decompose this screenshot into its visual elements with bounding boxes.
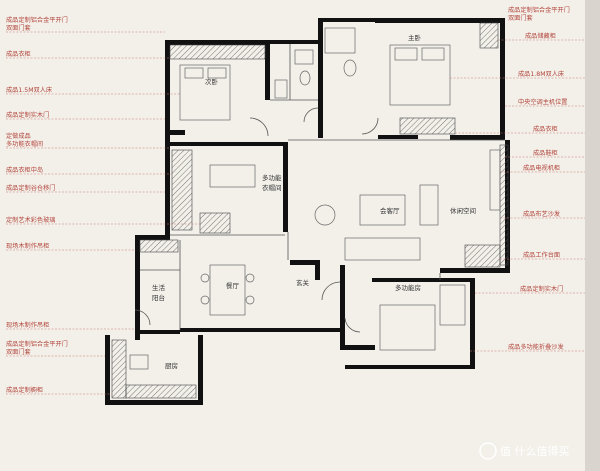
left-label: 现场木制作吊柜 — [6, 321, 49, 329]
left-label: 成品衣柜 — [6, 50, 31, 58]
left-label: 多功能衣帽间 — [6, 140, 43, 148]
double-bed-1-5m — [179, 64, 231, 121]
left-label: 定制艺术彩色玻璃 — [6, 216, 56, 224]
room-living: 会客厅 — [380, 206, 400, 215]
dining-table — [209, 264, 246, 316]
walls — [105, 18, 510, 405]
right-label: 成品1.8M双人床 — [518, 70, 564, 78]
room-master-bedroom: 主卧 — [408, 33, 422, 42]
room-second-bedroom: 次卧 — [205, 77, 219, 86]
left-label: 成品1.5M双人床 — [6, 86, 52, 94]
right-label: 中央空调主机位置 — [518, 98, 568, 106]
watermark-text: 值 什么值得买 — [500, 445, 570, 458]
doors — [134, 107, 379, 333]
left-label: 成品衣柜中岛 — [6, 166, 43, 174]
paper-shadow-edge — [585, 0, 600, 471]
room-balcony-line2: 阳台 — [152, 293, 165, 302]
washbasin — [294, 49, 314, 65]
left-label: 双面门套 — [6, 348, 31, 356]
right-label: 成品多功能折叠沙发 — [508, 343, 564, 351]
room-closet-line2: 衣帽间 — [262, 183, 282, 192]
left-label: 成品定制谷仓移门 — [6, 184, 56, 192]
left-annotations: 成品定制铝合金平开门 双面门套 成品衣柜 成品1.5M双人床 成品定制实木门 定… — [6, 16, 200, 395]
room-balcony-line1: 生活 — [152, 283, 166, 292]
fabric-sofa — [344, 237, 421, 261]
bathtub — [324, 27, 356, 54]
right-annotations: 成品定制铝合金平开门 双面门套 成品储藏柜 成品1.8M双人床 中央空调主机位置… — [450, 6, 585, 352]
folding-sofa — [379, 304, 436, 351]
room-dining: 餐厅 — [226, 281, 240, 290]
watermark: 值 什么值得买 — [479, 442, 570, 460]
right-label: 成品布艺沙发 — [523, 210, 560, 218]
room-multifunction: 多功能房 — [395, 283, 421, 292]
built-in-cabinets — [111, 22, 509, 399]
left-label: 现场木制作吊柜 — [6, 242, 49, 250]
left-label: 成品定制铝合金平开门 — [6, 16, 68, 24]
coffee-table — [359, 194, 406, 226]
right-label: 成品定制实木门 — [520, 285, 563, 293]
right-label: 成品鞋柜 — [533, 149, 558, 157]
right-label: 成品定制铝合金平开门 — [508, 6, 570, 14]
room-kitchen: 厨房 — [165, 361, 178, 370]
right-label: 成品电视机柜 — [523, 164, 560, 172]
left-label: 成品定制实木门 — [6, 111, 49, 119]
watermark-logo-icon — [479, 442, 497, 460]
double-bed-1-8m — [389, 44, 451, 106]
toilet — [343, 59, 357, 77]
tv-cabinet — [489, 149, 501, 211]
right-label: 双面门套 — [508, 14, 533, 22]
left-label: 定做成品 — [6, 132, 31, 140]
room-entrance: 玄关 — [296, 278, 310, 287]
left-label: 双面门套 — [6, 24, 31, 32]
right-label: 成品衣柜 — [533, 125, 558, 133]
right-label: 成品储藏柜 — [525, 32, 556, 40]
room-leisure: 休闲空间 — [450, 206, 476, 215]
left-label: 成品定制铝合金平开门 — [6, 340, 68, 348]
partitions — [140, 44, 505, 330]
left-label: 成品定制橱柜 — [6, 386, 43, 394]
right-label: 成品工作台面 — [523, 251, 560, 259]
room-closet-line1: 多功能 — [262, 173, 282, 182]
room-labels: 次卧 主卧 多功能 衣帽间 会客厅 休闲空间 餐厅 玄关 多功能房 生活 阳台 … — [152, 33, 476, 370]
closet-island — [209, 164, 256, 188]
furniture — [129, 27, 501, 370]
